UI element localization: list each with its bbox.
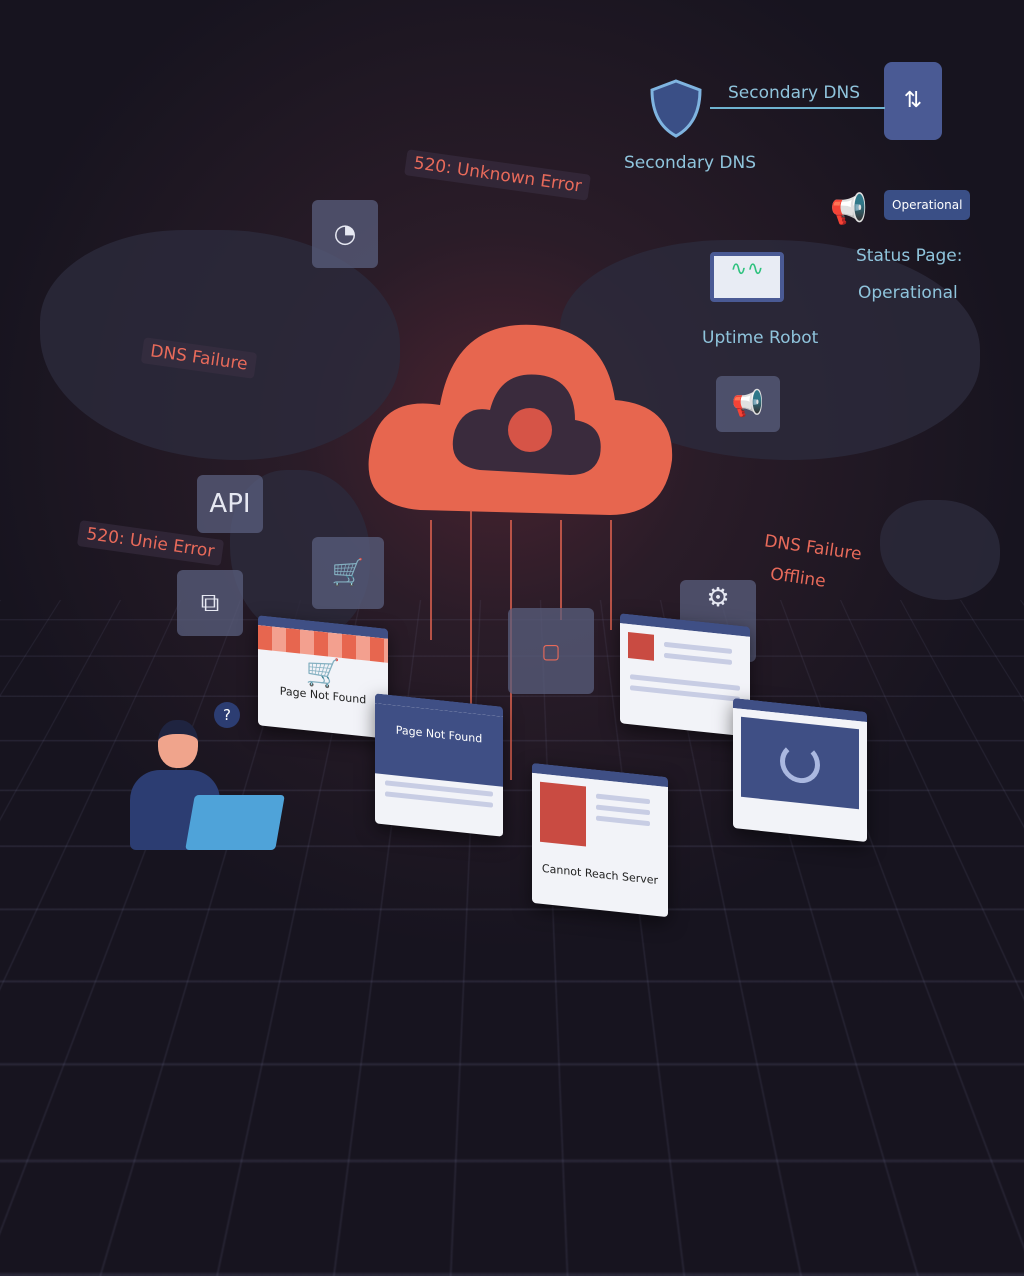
- avatar-icon: [540, 781, 586, 847]
- confused-user: [110, 720, 300, 870]
- uptime-robot-label: Uptime Robot: [702, 328, 819, 348]
- database-server-icon: ⇅: [884, 62, 942, 140]
- browser-window-profile: [620, 613, 750, 737]
- broken-disk-icon: ◔: [312, 200, 378, 268]
- megaphone-status-icon: 📢: [830, 192, 868, 227]
- megaphone-icon: 📢: [716, 376, 780, 432]
- laptop-icon: [185, 795, 285, 850]
- operational-bubble: Operational: [884, 190, 971, 220]
- world-map-australia: [880, 500, 1000, 600]
- status-page-label: Status Page:: [856, 246, 963, 266]
- connector-line: [710, 107, 885, 109]
- world-map-north-america: [40, 230, 400, 460]
- secondary-dns-label: Secondary DNS: [624, 153, 757, 173]
- connection-wire: [430, 520, 432, 640]
- api-tile: API: [197, 475, 263, 533]
- connection-wire: [610, 520, 612, 630]
- browser-window-not-found: Page Not Found: [375, 693, 503, 837]
- window-caption: Page Not Found: [375, 703, 503, 787]
- broken-cloud-icon: [360, 300, 680, 530]
- connection-wire: [560, 520, 562, 620]
- floor-grid: [0, 600, 1024, 1276]
- connection-wire: [470, 510, 472, 710]
- monitor-icon: ∿∿: [710, 252, 784, 302]
- loading-spinner-icon: [780, 740, 820, 786]
- cart-tile-icon: 🛒: [312, 537, 384, 609]
- secondary-dns-top-label: Secondary DNS: [728, 83, 861, 103]
- chat-icon: ⧉: [177, 570, 243, 636]
- window-caption: Cannot Reach Server: [541, 861, 659, 888]
- browser-window-loading: [733, 697, 867, 843]
- browser-window-cannot-reach: Cannot Reach Server: [532, 762, 668, 918]
- avatar-icon: [628, 632, 654, 661]
- broken-window-tile: ▢: [508, 608, 594, 694]
- shield-icon: [648, 78, 704, 144]
- operational-label: Operational: [858, 283, 958, 303]
- question-bubble: ?: [214, 702, 240, 728]
